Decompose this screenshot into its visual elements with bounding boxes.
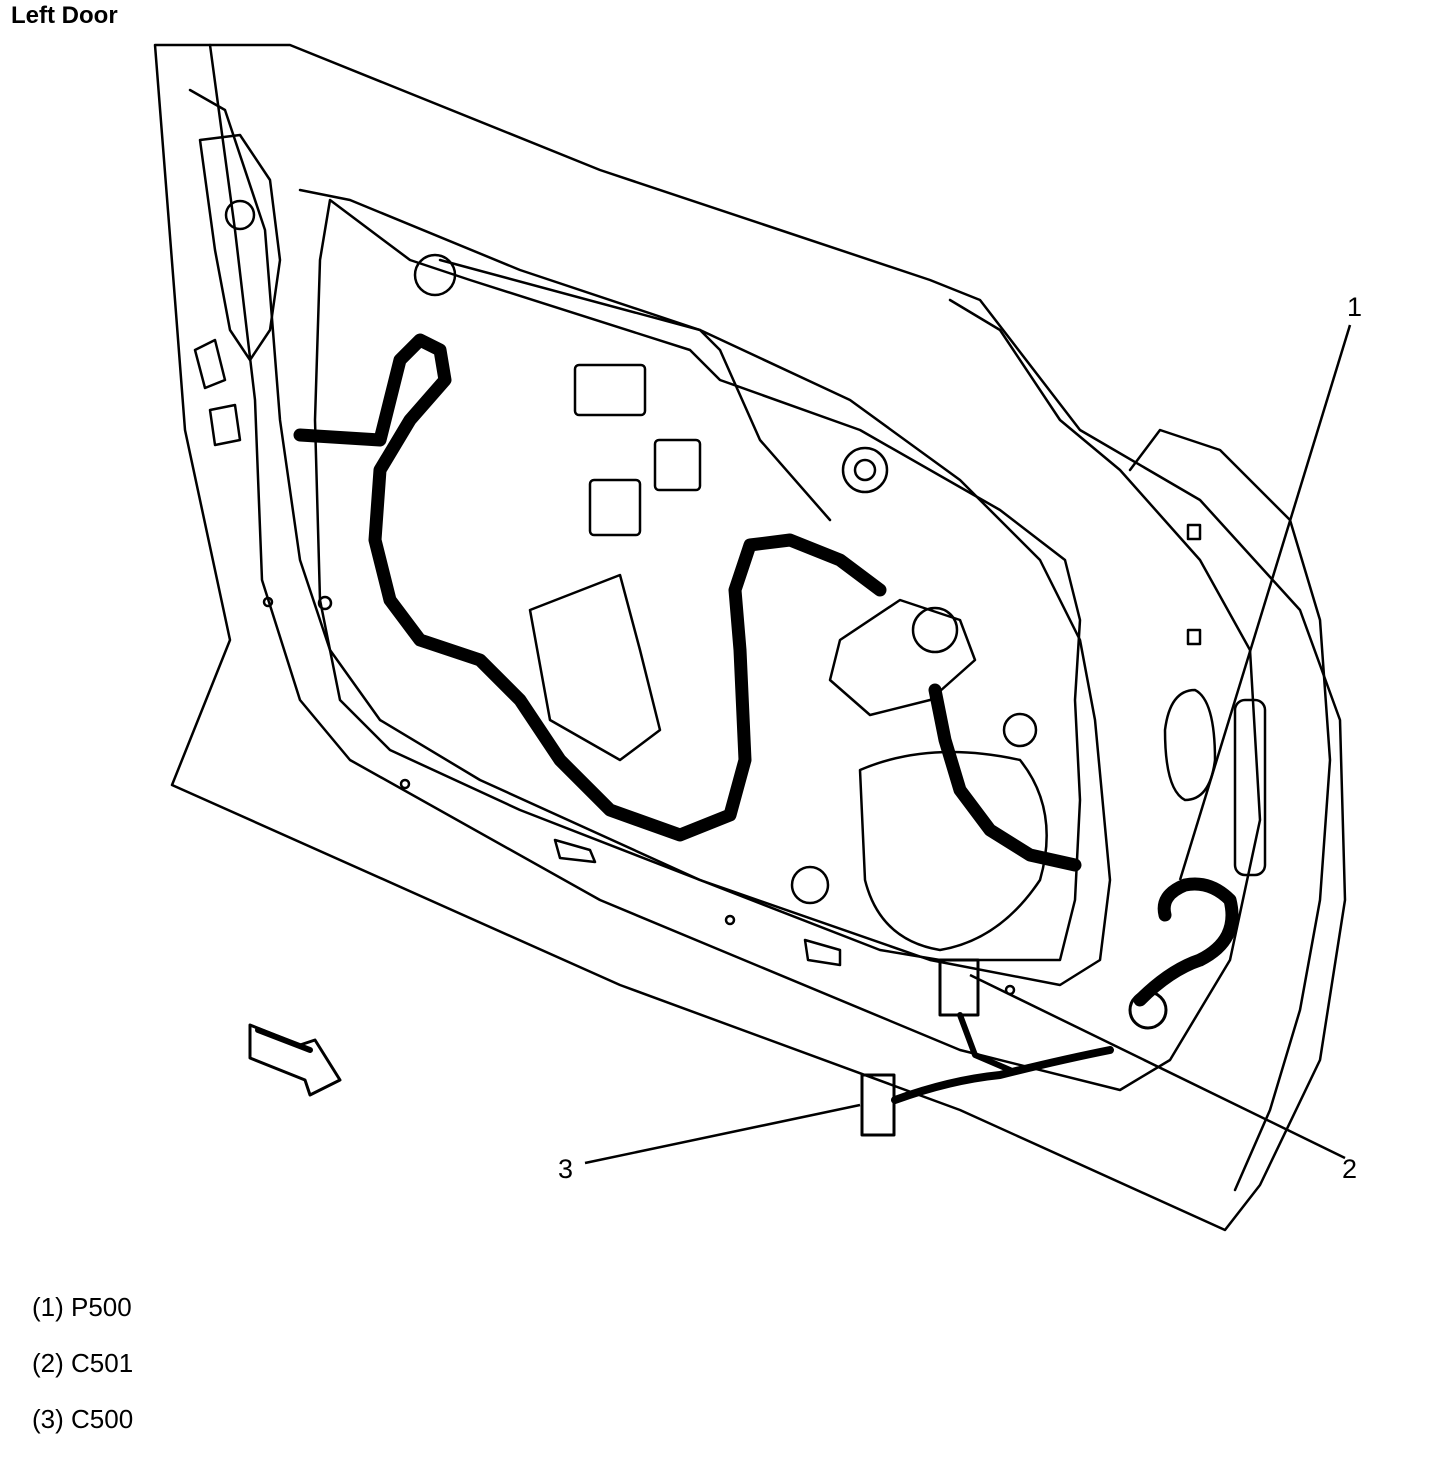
mount-slot bbox=[1186, 628, 1202, 646]
lock-connector bbox=[588, 478, 642, 537]
door-oval-cutout bbox=[1163, 688, 1217, 802]
p500-harness bbox=[1133, 877, 1239, 1007]
legend-item-c500: (3) C500 bbox=[32, 1404, 134, 1434]
main-wire-harness bbox=[293, 333, 887, 842]
door-diagram: 1 2 3 bbox=[153, 43, 1362, 1232]
right-pivot bbox=[1002, 712, 1038, 748]
c501-harness bbox=[957, 1012, 1013, 1073]
hinge-bracket-upper bbox=[193, 338, 227, 390]
callout-3: 3 bbox=[558, 1154, 573, 1184]
leader-line-1 bbox=[1178, 324, 1352, 881]
forward-arrow-shade bbox=[255, 1027, 313, 1053]
mount-hole bbox=[262, 596, 274, 608]
door-outer-panel bbox=[153, 43, 1347, 1232]
door-end-panel bbox=[1128, 428, 1332, 1192]
legend: (1) P500 (2) C501 (3) C500 bbox=[32, 1290, 133, 1458]
hinge-bolt-top bbox=[224, 199, 256, 231]
weatherstrip-clip bbox=[803, 938, 842, 967]
forward-arrow bbox=[248, 1023, 342, 1097]
weatherstrip-clip bbox=[553, 838, 597, 864]
mount-hole bbox=[317, 595, 333, 611]
door-panel-inner bbox=[313, 198, 1082, 962]
speaker-housing bbox=[858, 750, 1048, 952]
callout-2: 2 bbox=[1342, 1154, 1357, 1184]
hinge-pillar bbox=[198, 133, 282, 362]
door-inner-trim bbox=[188, 88, 1112, 987]
mount-hole bbox=[399, 778, 411, 790]
lock-module bbox=[528, 573, 662, 762]
lower-pivot bbox=[790, 865, 830, 905]
c500-harness bbox=[891, 1046, 1114, 1104]
mirror-connector bbox=[653, 438, 702, 492]
window-motor bbox=[828, 598, 977, 717]
door-window-frame bbox=[208, 43, 1262, 1092]
callout-1: 1 bbox=[1347, 292, 1362, 322]
door-handle-slot bbox=[1233, 698, 1267, 877]
legend-item-p500: (1) P500 bbox=[32, 1292, 132, 1322]
regulator-pulley bbox=[413, 253, 457, 297]
grommet-p500 bbox=[1128, 990, 1168, 1030]
lower-wire-harness bbox=[928, 683, 1082, 872]
regulator-pivot bbox=[841, 446, 889, 494]
hinge-bracket-lower bbox=[208, 403, 242, 447]
leader-line-3 bbox=[584, 1103, 861, 1165]
leader-line-2 bbox=[969, 973, 1346, 1160]
regulator-pivot-inner bbox=[853, 458, 877, 482]
connector-c500 bbox=[860, 1073, 896, 1137]
mount-hole bbox=[724, 914, 736, 926]
diagram-title: Left Door bbox=[11, 2, 118, 29]
switch-connector bbox=[573, 363, 647, 417]
regulator-rail bbox=[438, 258, 832, 522]
window-motor-hub bbox=[911, 606, 959, 654]
legend-item-c501: (2) C501 bbox=[32, 1348, 134, 1378]
mount-slot bbox=[1186, 523, 1202, 541]
